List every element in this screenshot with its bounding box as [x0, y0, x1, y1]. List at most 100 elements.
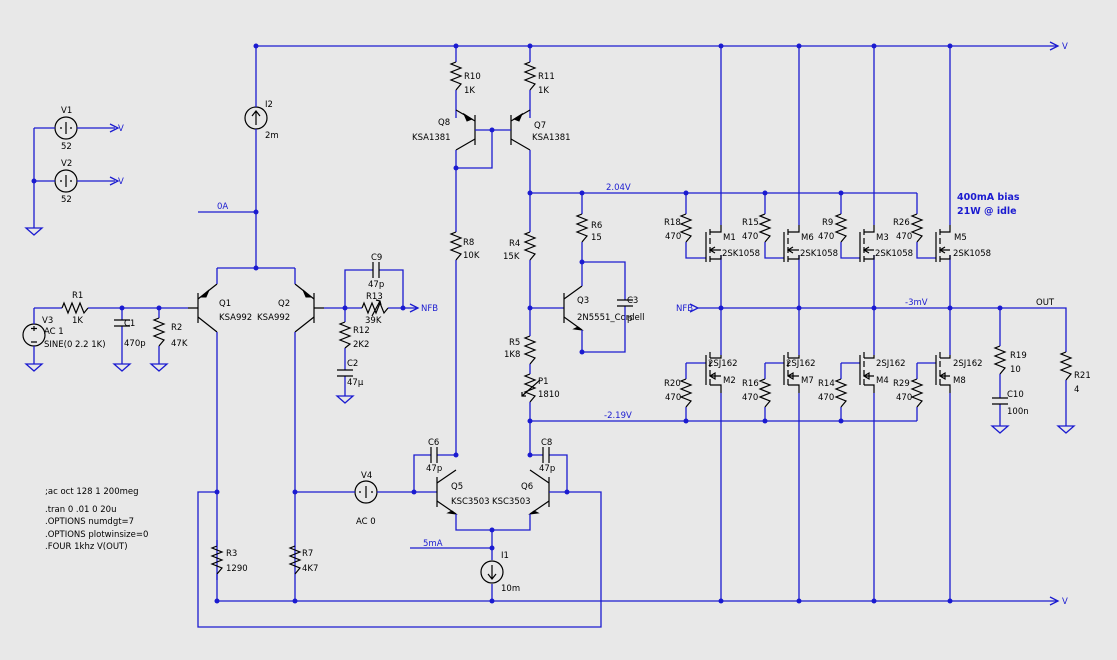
bottom-bias-label: -2.19V [604, 411, 632, 421]
q8-name: Q8 [438, 118, 450, 128]
c8-value: 47p [539, 464, 555, 474]
out-offset-label: -3mV [905, 298, 928, 308]
q1-name: Q1 [219, 299, 231, 309]
r10-name: R10 [464, 72, 481, 82]
i2-name: I2 [265, 100, 273, 110]
v1-value: 52 [61, 142, 72, 152]
r12-name: R12 [353, 326, 370, 336]
c3-name: C3 [627, 296, 638, 306]
r1-name: R1 [72, 291, 83, 301]
neg-rail-label: V [1062, 597, 1068, 607]
c9-value: 47p [368, 280, 384, 290]
r13-value: 39K [365, 316, 382, 326]
mosfet-m5: M5 2SK1058 [935, 225, 991, 262]
transistor-q5: Q5 KSC3503 [436, 469, 490, 515]
q7-name: Q7 [534, 121, 546, 131]
m4-name: M4 [876, 376, 889, 386]
c1-value: 470p [124, 339, 146, 349]
r5-name: R5 [509, 338, 520, 348]
c6-value: 47p [426, 464, 442, 474]
q6-model: KSC3503 [492, 497, 531, 507]
r6-name: R6 [591, 221, 602, 231]
pos-rail-label: V [1062, 42, 1068, 52]
r21-value: 4 [1074, 385, 1079, 395]
v4-name: V4 [361, 471, 372, 481]
v1-rail-label: V [118, 124, 124, 134]
out-label: OUT [1036, 298, 1055, 308]
mosfet-m3: M3 2SK1058 [859, 225, 913, 262]
i2-node-label: 0A [217, 202, 228, 212]
r16-value: 470 [742, 393, 758, 403]
mosfet-m7: 2SJ162 M7 [783, 352, 816, 393]
r29-name: R29 [893, 379, 910, 389]
transistor-q3: Q3 2N5551_Cordell [563, 285, 644, 331]
bias-note-line1: 400mA bias [957, 192, 1020, 203]
negative-rail: V [217, 596, 1068, 607]
r21-name: R21 [1074, 371, 1091, 381]
r7-name: R7 [302, 549, 313, 559]
r2-name: R2 [171, 323, 182, 333]
r8-name: R8 [463, 238, 474, 248]
q3-model: 2N5551_Cordell [577, 313, 644, 323]
r14-name: R14 [818, 379, 835, 389]
r6-value: 15 [591, 233, 602, 243]
m2-model: 2SJ162 [708, 359, 738, 369]
transistor-q1: Q1 KSA992 [188, 268, 252, 601]
supply-v1: V1 52 V [34, 106, 124, 152]
transistor-q2: Q2 KSA992 [257, 268, 324, 601]
m8-model: 2SJ162 [953, 359, 983, 369]
v3-name: V3 [42, 316, 53, 326]
q5-model: KSC3503 [451, 497, 490, 507]
mosfet-m6: M6 2SK1058 [783, 225, 838, 262]
m4-model: 2SJ162 [876, 359, 906, 369]
r3-value: 1290 [226, 564, 248, 574]
c9-name: C9 [371, 253, 382, 263]
r5-value: 1K8 [504, 350, 520, 360]
p1-value: 1810 [538, 390, 560, 400]
m3-name: M3 [876, 233, 889, 243]
r3-name: R3 [226, 549, 237, 559]
source-v4: V4 AC 0 [295, 471, 437, 527]
m8-name: M8 [953, 376, 966, 386]
q1-model: KSA992 [219, 313, 252, 323]
v2-value: 52 [61, 195, 72, 205]
bias-note-line2: 21W @ idle [957, 206, 1017, 217]
c10-value: 100n [1007, 407, 1029, 417]
nfb-right-label: NFB [676, 304, 693, 314]
m6-name: M6 [801, 233, 814, 243]
r7-value: 4K7 [302, 564, 318, 574]
r1-symbol [61, 301, 89, 315]
r11-name: R11 [538, 72, 555, 82]
r13-name: R13 [366, 292, 383, 302]
r11-value: 1K [538, 86, 549, 96]
mosfet-m2: 2SJ162 M2 [705, 352, 738, 393]
r26-name: R26 [893, 218, 910, 228]
r12-value: 2K2 [353, 340, 369, 350]
r4-value: 15K [503, 252, 520, 262]
r15-name: R15 [742, 218, 759, 228]
positive-rail: V [256, 41, 1068, 52]
current-source-i2: I2 2m [244, 46, 279, 268]
q7-model: KSA1381 [532, 133, 571, 143]
i1-value: 10m [501, 584, 520, 594]
directive-line: .tran 0 .01 0 20u [45, 505, 116, 515]
v3-sine: SINE(0 2.2 1K) [44, 340, 106, 350]
m5-name: M5 [954, 233, 967, 243]
mosfet-m8: 2SJ162 M8 [935, 352, 983, 393]
r15-value: 470 [742, 232, 758, 242]
tail-current-label: 5mA [423, 539, 443, 549]
c1-name: C1 [124, 319, 135, 329]
m5-model: 2SK1058 [953, 249, 991, 259]
q8-model: KSA1381 [412, 133, 451, 143]
m1-name: M1 [723, 233, 736, 243]
r4-name: R4 [509, 239, 520, 249]
r16-name: R16 [742, 379, 759, 389]
mosfet-m1: M1 2SK1058 [705, 225, 760, 262]
r19-value: 10 [1010, 365, 1021, 375]
c3-value: p [627, 314, 632, 324]
r20-name: R20 [664, 379, 681, 389]
r1-value: 1K [72, 316, 83, 326]
v3-ac: AC 1 [44, 327, 64, 337]
directive-line: .OPTIONS numdgt=7 [45, 517, 134, 527]
q3-name: Q3 [577, 296, 589, 306]
